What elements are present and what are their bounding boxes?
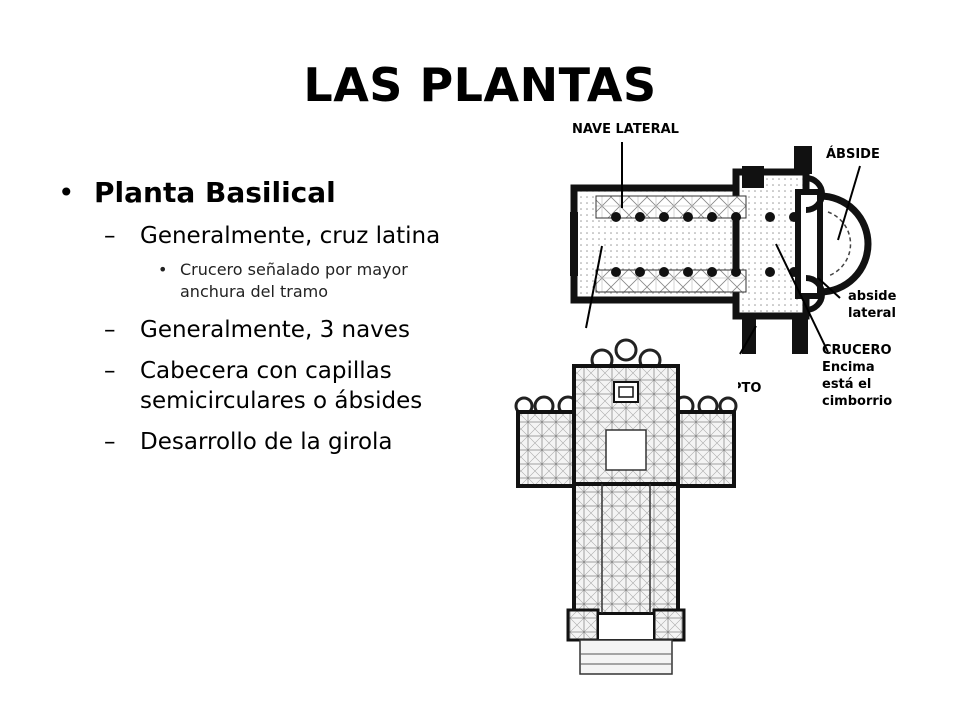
west-facade <box>570 212 578 276</box>
basilica-plan-diagram: NAVE LATERAL ÁBSIDE abside lateral CRUCE… <box>570 122 897 409</box>
sub-bullet-girola: – Desarrollo de la girola <box>58 428 468 457</box>
lateral-apse-south <box>805 275 825 313</box>
bullet-planta-basilical: Planta Basilical <box>58 176 468 210</box>
sub-bullet-text: Generalmente, 3 naves <box>140 316 410 343</box>
dash-marker: – <box>104 429 116 456</box>
sub-bullet-naves: – Generalmente, 3 naves <box>58 316 468 345</box>
label-partial: PTO <box>732 381 761 396</box>
pillar-row-south <box>611 267 799 277</box>
west-tower-south <box>652 608 686 642</box>
dash-marker: – <box>104 222 116 249</box>
slide-title: LAS PLANTAS <box>303 58 657 112</box>
sub-bullet-cabecera: – Cabecera con capillas semicirculares o… <box>58 357 468 416</box>
outer-apse-dashed <box>827 211 852 277</box>
label-abside: ÁBSIDE <box>826 146 880 162</box>
tower-north-2 <box>794 146 812 174</box>
crossing <box>605 429 647 471</box>
pillar-row-north <box>611 212 799 222</box>
sub-bullet-cruz-latina: – Generalmente, cruz latina <box>58 222 468 251</box>
label-crucero: CRUCERO <box>822 343 892 358</box>
label-abside-lateral-1: abside <box>848 289 897 304</box>
dash-marker: – <box>104 316 116 343</box>
note-crucero: Crucero señalado por mayor anchura del t… <box>58 259 468 304</box>
sub-bullet-text: Generalmente, cruz latina <box>140 222 441 249</box>
lateral-apse-north <box>805 175 825 213</box>
choir-outline <box>795 189 823 299</box>
narthex <box>597 613 655 641</box>
label-abside-lateral-2: lateral <box>848 306 896 321</box>
label-nave-lateral: NAVE LATERAL <box>572 122 679 137</box>
sub-bullet-text: Desarrollo de la girola <box>140 429 393 456</box>
dash-marker: – <box>104 358 116 385</box>
label-crucero-cimborrio: cimborrio <box>822 394 892 409</box>
main-apse <box>819 192 872 296</box>
label-leaders <box>585 142 861 355</box>
tower-south-2 <box>792 314 808 354</box>
tower-north-1 <box>742 166 764 188</box>
aisle-north <box>595 195 747 219</box>
altar <box>613 381 639 403</box>
transept-outline <box>732 168 810 320</box>
nave-body <box>572 482 680 616</box>
label-crucero-encima: Encima <box>822 360 875 375</box>
label-crucero-esta: está el <box>822 377 871 392</box>
entrance-steps <box>579 639 673 675</box>
bullet-list: Planta Basilical – Generalmente, cruz la… <box>58 176 468 458</box>
west-tower-north <box>566 608 600 642</box>
latin-cross-plan-diagram <box>514 338 738 680</box>
altar-inner <box>618 386 634 398</box>
sub-bullet-text: Cabecera con capillas semicirculares o á… <box>140 358 423 414</box>
